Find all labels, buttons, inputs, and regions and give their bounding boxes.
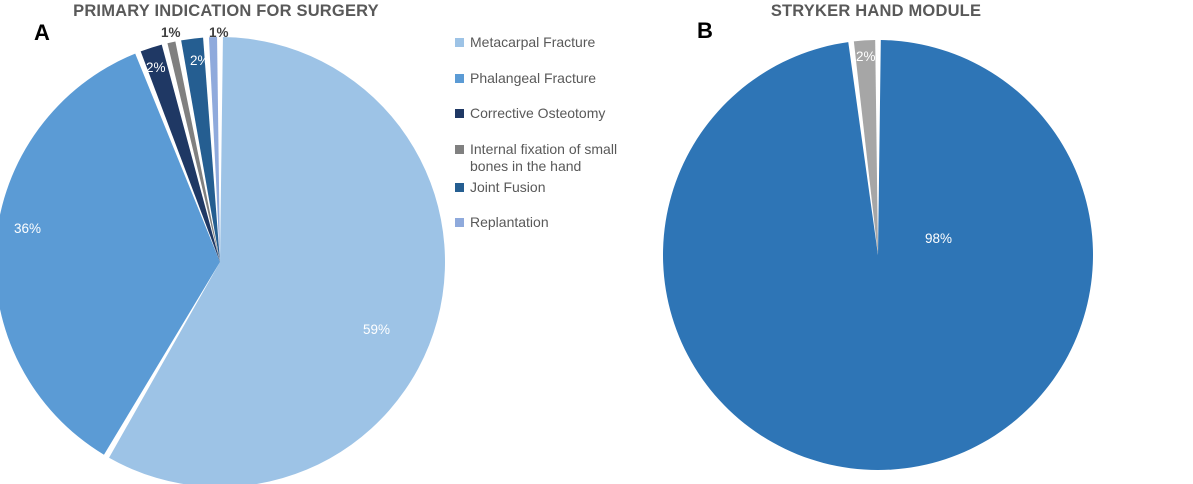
panel-letter-b: B — [697, 18, 713, 43]
legend-swatch-icon — [455, 144, 464, 154]
pie-slice[interactable] — [663, 40, 1093, 471]
slice-label-metacarpal: 59% — [363, 322, 391, 337]
slice-label-internal-fixation: 1% — [161, 25, 181, 40]
pie-slice[interactable] — [140, 44, 220, 262]
slice-label-replantation: 1% — [209, 25, 229, 40]
legend-swatch-icon — [455, 38, 464, 47]
legend-item-phalangeal-fracture[interactable]: Phalangeal Fracture — [455, 70, 660, 87]
panel-a: PRIMARY INDICATION FOR SURGERY 36% 59% 2… — [0, 2, 660, 484]
legend-a: Metacarpal Fracture Phalangeal Fracture … — [455, 34, 660, 250]
legend-item-metacarpal-fracture[interactable]: Metacarpal Fracture — [455, 34, 660, 51]
slice-label-profyle-hand: 98% — [925, 231, 953, 246]
legend-item-replantation[interactable]: Replantation — [455, 214, 660, 231]
pie-slice[interactable] — [208, 37, 220, 263]
chart-title-b: STRYKER HAND MODULE — [770, 2, 982, 20]
pie-slice[interactable] — [0, 53, 220, 455]
legend-swatch-icon — [455, 182, 464, 192]
panel-letter-a: A — [34, 20, 50, 45]
slice-label-corrective-osteotomy: 2% — [146, 60, 166, 75]
pie-chart-b — [663, 40, 1093, 471]
chart-title-a: PRIMARY INDICATION FOR SURGERY — [73, 2, 379, 20]
legend-label: Internal fixation of small bones in the … — [470, 140, 618, 174]
legend-swatch-icon — [455, 109, 464, 119]
legend-item-corrective-osteotomy[interactable]: Corrective Osteotomy — [455, 105, 660, 122]
pie-slice[interactable] — [181, 37, 220, 263]
slice-label-phalangeal: 36% — [14, 221, 42, 236]
slice-label-variax-hand: 2% — [856, 49, 876, 64]
legend-label: Metacarpal Fracture — [470, 34, 596, 50]
legend-item-internal-fixation[interactable]: Internal fixation of small bones in the … — [455, 141, 660, 175]
legend-item-joint-fusion[interactable]: Joint Fusion — [455, 179, 660, 196]
legend-label: Replantation — [470, 214, 549, 231]
legend-label: Corrective Osteotomy — [470, 105, 606, 122]
legend-swatch-icon — [455, 218, 464, 228]
legend-swatch-icon — [455, 73, 464, 83]
slice-label-joint-fusion: 2% — [190, 53, 210, 68]
pie-slice[interactable] — [853, 40, 878, 256]
pie-slice[interactable] — [109, 37, 445, 484]
pie-chart-a — [0, 37, 445, 484]
legend-label: Joint Fusion — [470, 178, 546, 195]
pie-slice[interactable] — [167, 41, 220, 263]
legend-label: Phalangeal Fracture — [470, 69, 597, 86]
panel-b: STRYKER HAND MODULE 98% 2% Profyle Hand … — [660, 0, 1193, 484]
